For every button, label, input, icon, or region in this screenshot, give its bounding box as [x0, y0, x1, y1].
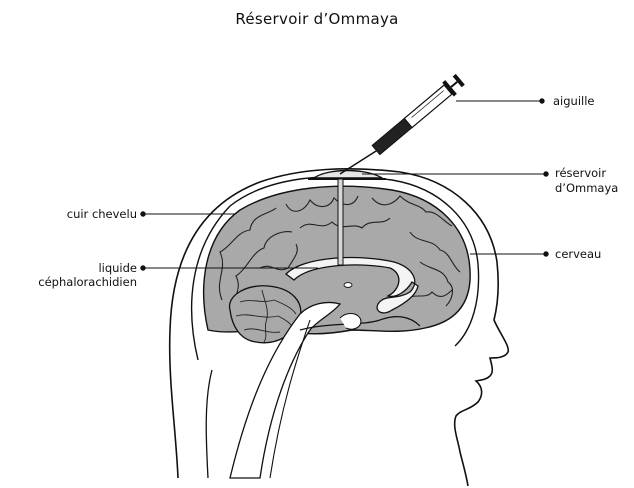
syringe — [340, 72, 466, 174]
label-reservoir-line1: réservoir — [555, 166, 606, 180]
label-brain: cerveau — [555, 247, 601, 261]
label-reservoir-line2: d’Ommaya — [555, 181, 618, 195]
label-scalp: cuir chevelu — [67, 207, 137, 221]
label-needle: aiguille — [553, 94, 595, 108]
label-csf-line2: céphalorachidien — [38, 275, 137, 289]
label-csf-line1: liquide — [98, 261, 137, 275]
catheter — [338, 179, 343, 265]
